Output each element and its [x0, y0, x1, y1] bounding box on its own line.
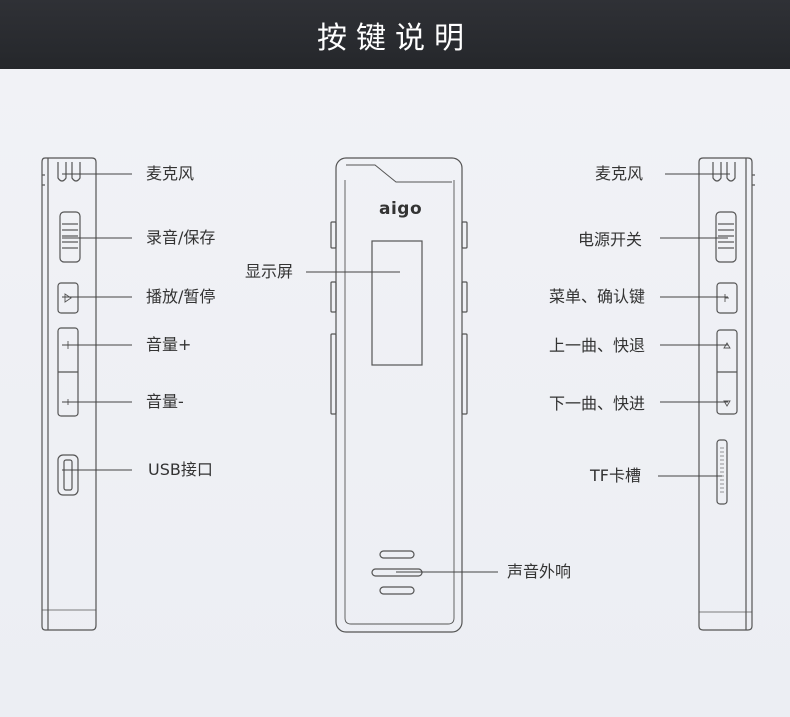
label-menu-confirm: 菜单、确认键	[549, 287, 646, 306]
label-play-pause: 播放/暂停	[146, 287, 216, 306]
record-switch	[59, 211, 81, 263]
brand-logo: aigo	[379, 199, 423, 219]
page-title: 按键说明	[317, 20, 473, 56]
display-screen	[371, 240, 423, 366]
usb-port-icon	[57, 454, 79, 496]
label-volume-down: 音量-	[146, 392, 184, 411]
front-view	[330, 157, 468, 633]
track-rocker	[716, 329, 738, 415]
microphone-icon	[712, 162, 736, 182]
label-speaker: 声音外响	[507, 562, 572, 581]
right-side-view	[698, 157, 755, 631]
left-side-view	[41, 157, 97, 631]
power-switch	[715, 211, 737, 263]
label-right-microphone: 麦克风	[595, 164, 644, 183]
microphone-icon	[57, 162, 81, 182]
label-next-forward: 下一曲、快进	[549, 394, 646, 413]
play-pause-button	[57, 282, 79, 314]
label-previous-rewind: 上一曲、快退	[549, 336, 646, 355]
header-bar: 按键说明	[0, 0, 790, 69]
tf-card-slot-icon	[716, 439, 728, 505]
label-power-switch: 电源开关	[578, 230, 643, 249]
volume-rocker	[57, 327, 79, 417]
label-volume-up: 音量+	[146, 335, 192, 354]
label-left-microphone: 麦克风	[146, 164, 195, 183]
label-tf-card-slot: TF卡槽	[590, 466, 641, 485]
label-usb-port: USB接口	[148, 460, 213, 479]
diagram-area	[0, 69, 790, 717]
menu-confirm-button	[716, 282, 738, 314]
label-display: 显示屏	[245, 262, 294, 281]
label-record-save: 录音/保存	[146, 228, 216, 247]
leader-lines	[62, 173, 730, 573]
